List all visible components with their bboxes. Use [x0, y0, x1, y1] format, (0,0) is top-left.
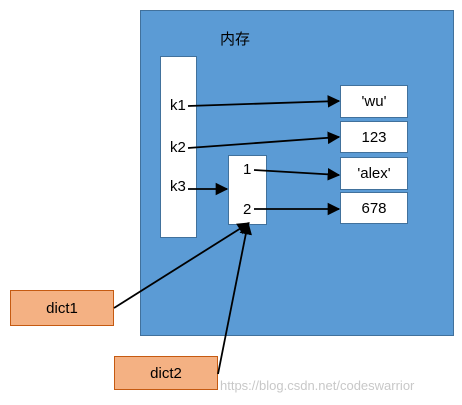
key-k1: k1	[170, 97, 186, 114]
value-678: 678	[340, 192, 408, 224]
variable-dict2: dict2	[114, 356, 218, 390]
variable-dict1: dict1	[10, 290, 114, 326]
value-wu: 'wu'	[340, 85, 408, 118]
key-k3: k3	[170, 178, 186, 195]
arrow-1-to-alex	[253, 168, 341, 181]
key-k2: k2	[170, 139, 186, 156]
arrow-k2-to-123	[187, 131, 341, 149]
value-alex: 'alex'	[340, 157, 408, 190]
value-123: 123	[340, 121, 408, 153]
inner-key-2: 2	[243, 201, 252, 218]
arrow-dict1-to-2	[113, 222, 251, 309]
watermark: https://blog.csdn.net/codeswarrior	[220, 378, 415, 393]
memory-title: 内存	[220, 30, 251, 48]
inner-dict-box	[228, 155, 267, 225]
arrow-dict2-to-2	[217, 221, 252, 375]
arrow-k1-to-wu	[187, 95, 341, 108]
inner-key-1: 1	[243, 161, 252, 178]
